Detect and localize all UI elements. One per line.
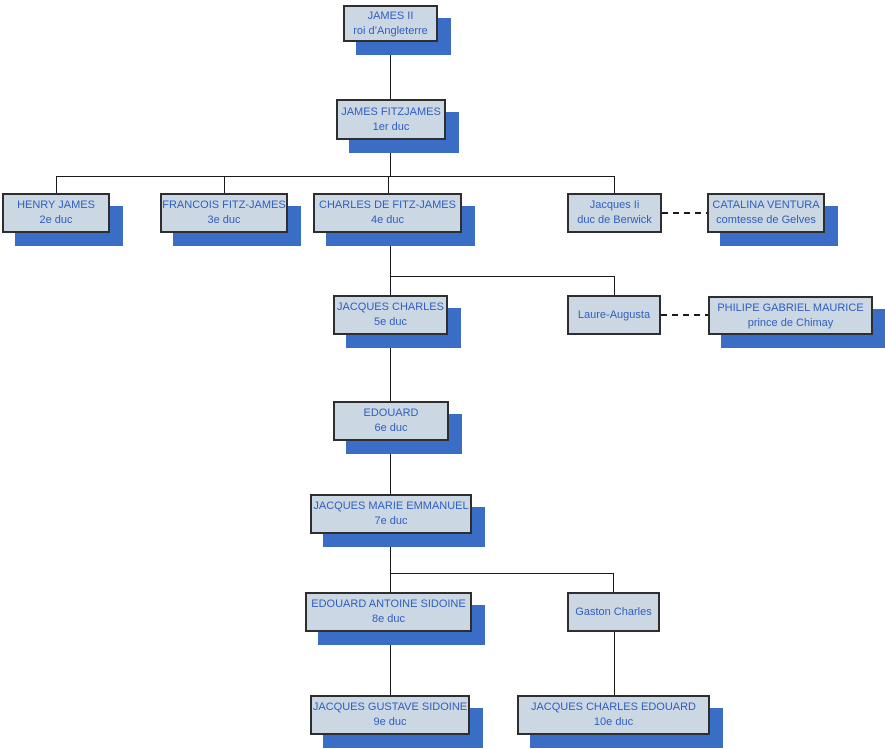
connector-line bbox=[614, 632, 615, 695]
node-title: EDOUARD bbox=[363, 407, 419, 419]
connector-line bbox=[388, 176, 389, 193]
node-catalina-ventura[interactable]: CATALINA VENTURA comtesse de Gelves bbox=[707, 193, 825, 233]
node-title: CATALINA VENTURA bbox=[712, 199, 820, 211]
node-francois-fitz-james[interactable]: FRANCOIS FITZ-JAMES 3e duc bbox=[160, 193, 288, 233]
node-subtitle: 7e duc bbox=[374, 515, 408, 527]
connector-line bbox=[390, 233, 391, 295]
marriage-dashed-line bbox=[661, 314, 708, 316]
node-title: FRANCOIS FITZ-JAMES bbox=[162, 199, 286, 211]
node-jacques-marie-emmanuel[interactable]: JACQUES MARIE EMMANUEL 7e duc bbox=[310, 494, 472, 534]
connector-line bbox=[613, 573, 614, 592]
node-laure-augusta[interactable]: Laure-Augusta bbox=[567, 295, 661, 335]
connector-line bbox=[614, 176, 615, 193]
node-title: HENRY JAMES bbox=[17, 199, 95, 211]
node-subtitle: 2e duc bbox=[39, 214, 73, 226]
node-subtitle: 10e duc bbox=[593, 716, 634, 728]
node-title: CHARLES DE FITZ-JAMES bbox=[319, 199, 456, 211]
node-subtitle: 3e duc bbox=[207, 214, 241, 226]
node-henry-james[interactable]: HENRY JAMES 2e duc bbox=[2, 193, 110, 233]
marriage-dashed-line bbox=[662, 212, 707, 214]
node-title: Laure-Augusta bbox=[577, 308, 651, 321]
node-jacques-gustave-sidoine[interactable]: JACQUES GUSTAVE SIDOINE 9e duc bbox=[310, 695, 470, 735]
node-title: Jacques Ii bbox=[589, 199, 640, 211]
node-subtitle: 6e duc bbox=[374, 422, 408, 434]
node-subtitle: 5e duc bbox=[373, 316, 408, 328]
node-jacques-charles[interactable]: JACQUES CHARLES 5e duc bbox=[333, 295, 448, 335]
node-title: PHILIPE GABRIEL MAURICE bbox=[717, 301, 864, 314]
node-philipe-gabriel-maurice[interactable]: PHILIPE GABRIEL MAURICE prince de Chimay bbox=[708, 296, 873, 335]
node-jacques-ii-berwick[interactable]: Jacques Ii duc de Berwick bbox=[567, 193, 662, 233]
node-subtitle: 8e duc bbox=[371, 613, 406, 625]
node-james-fitzjames[interactable]: JAMES FITZJAMES 1er duc bbox=[336, 99, 446, 140]
connector-line bbox=[390, 140, 391, 176]
connector-line bbox=[390, 335, 391, 401]
node-subtitle: comtesse de Gelves bbox=[716, 214, 816, 226]
connector-line bbox=[390, 534, 391, 592]
connector-line bbox=[614, 276, 615, 295]
node-title: JACQUES GUSTAVE SIDOINE bbox=[312, 701, 468, 713]
node-james-ii[interactable]: JAMES II roi d’Angleterre bbox=[343, 5, 438, 42]
node-title: Gaston Charles bbox=[575, 605, 652, 618]
node-subtitle: 1er duc bbox=[372, 120, 410, 133]
node-subtitle: prince de Chimay bbox=[747, 316, 834, 329]
connector-line bbox=[390, 441, 391, 494]
node-title: JACQUES CHARLES bbox=[337, 301, 444, 313]
node-subtitle: 9e duc bbox=[373, 716, 407, 728]
node-title: JACQUES MARIE EMMANUEL bbox=[313, 500, 469, 512]
connector-line bbox=[390, 276, 615, 277]
node-subtitle: 4e duc bbox=[370, 214, 405, 226]
node-title: EDOUARD ANTOINE SIDOINE bbox=[311, 598, 466, 610]
connector-line bbox=[224, 176, 225, 193]
node-subtitle: roi d’Angleterre bbox=[353, 24, 428, 37]
node-title: JACQUES CHARLES EDOUARD bbox=[530, 701, 697, 713]
node-title: JAMES II bbox=[367, 9, 414, 22]
connector-line bbox=[390, 573, 614, 574]
connector-line bbox=[56, 176, 57, 193]
node-jacques-charles-edouard[interactable]: JACQUES CHARLES EDOUARD 10e duc bbox=[517, 695, 710, 735]
node-gaston-charles[interactable]: Gaston Charles bbox=[567, 592, 660, 632]
node-edouard[interactable]: EDOUARD 6e duc bbox=[333, 401, 449, 441]
node-edouard-antoine-sidoine[interactable]: EDOUARD ANTOINE SIDOINE 8e duc bbox=[305, 592, 472, 632]
connector-line bbox=[390, 42, 391, 99]
connector-line bbox=[56, 176, 615, 177]
node-title: JAMES FITZJAMES bbox=[341, 105, 441, 118]
node-subtitle: duc de Berwick bbox=[577, 214, 652, 226]
connector-line bbox=[390, 632, 391, 695]
node-charles-de-fitz-james[interactable]: CHARLES DE FITZ-JAMES 4e duc bbox=[313, 193, 462, 233]
